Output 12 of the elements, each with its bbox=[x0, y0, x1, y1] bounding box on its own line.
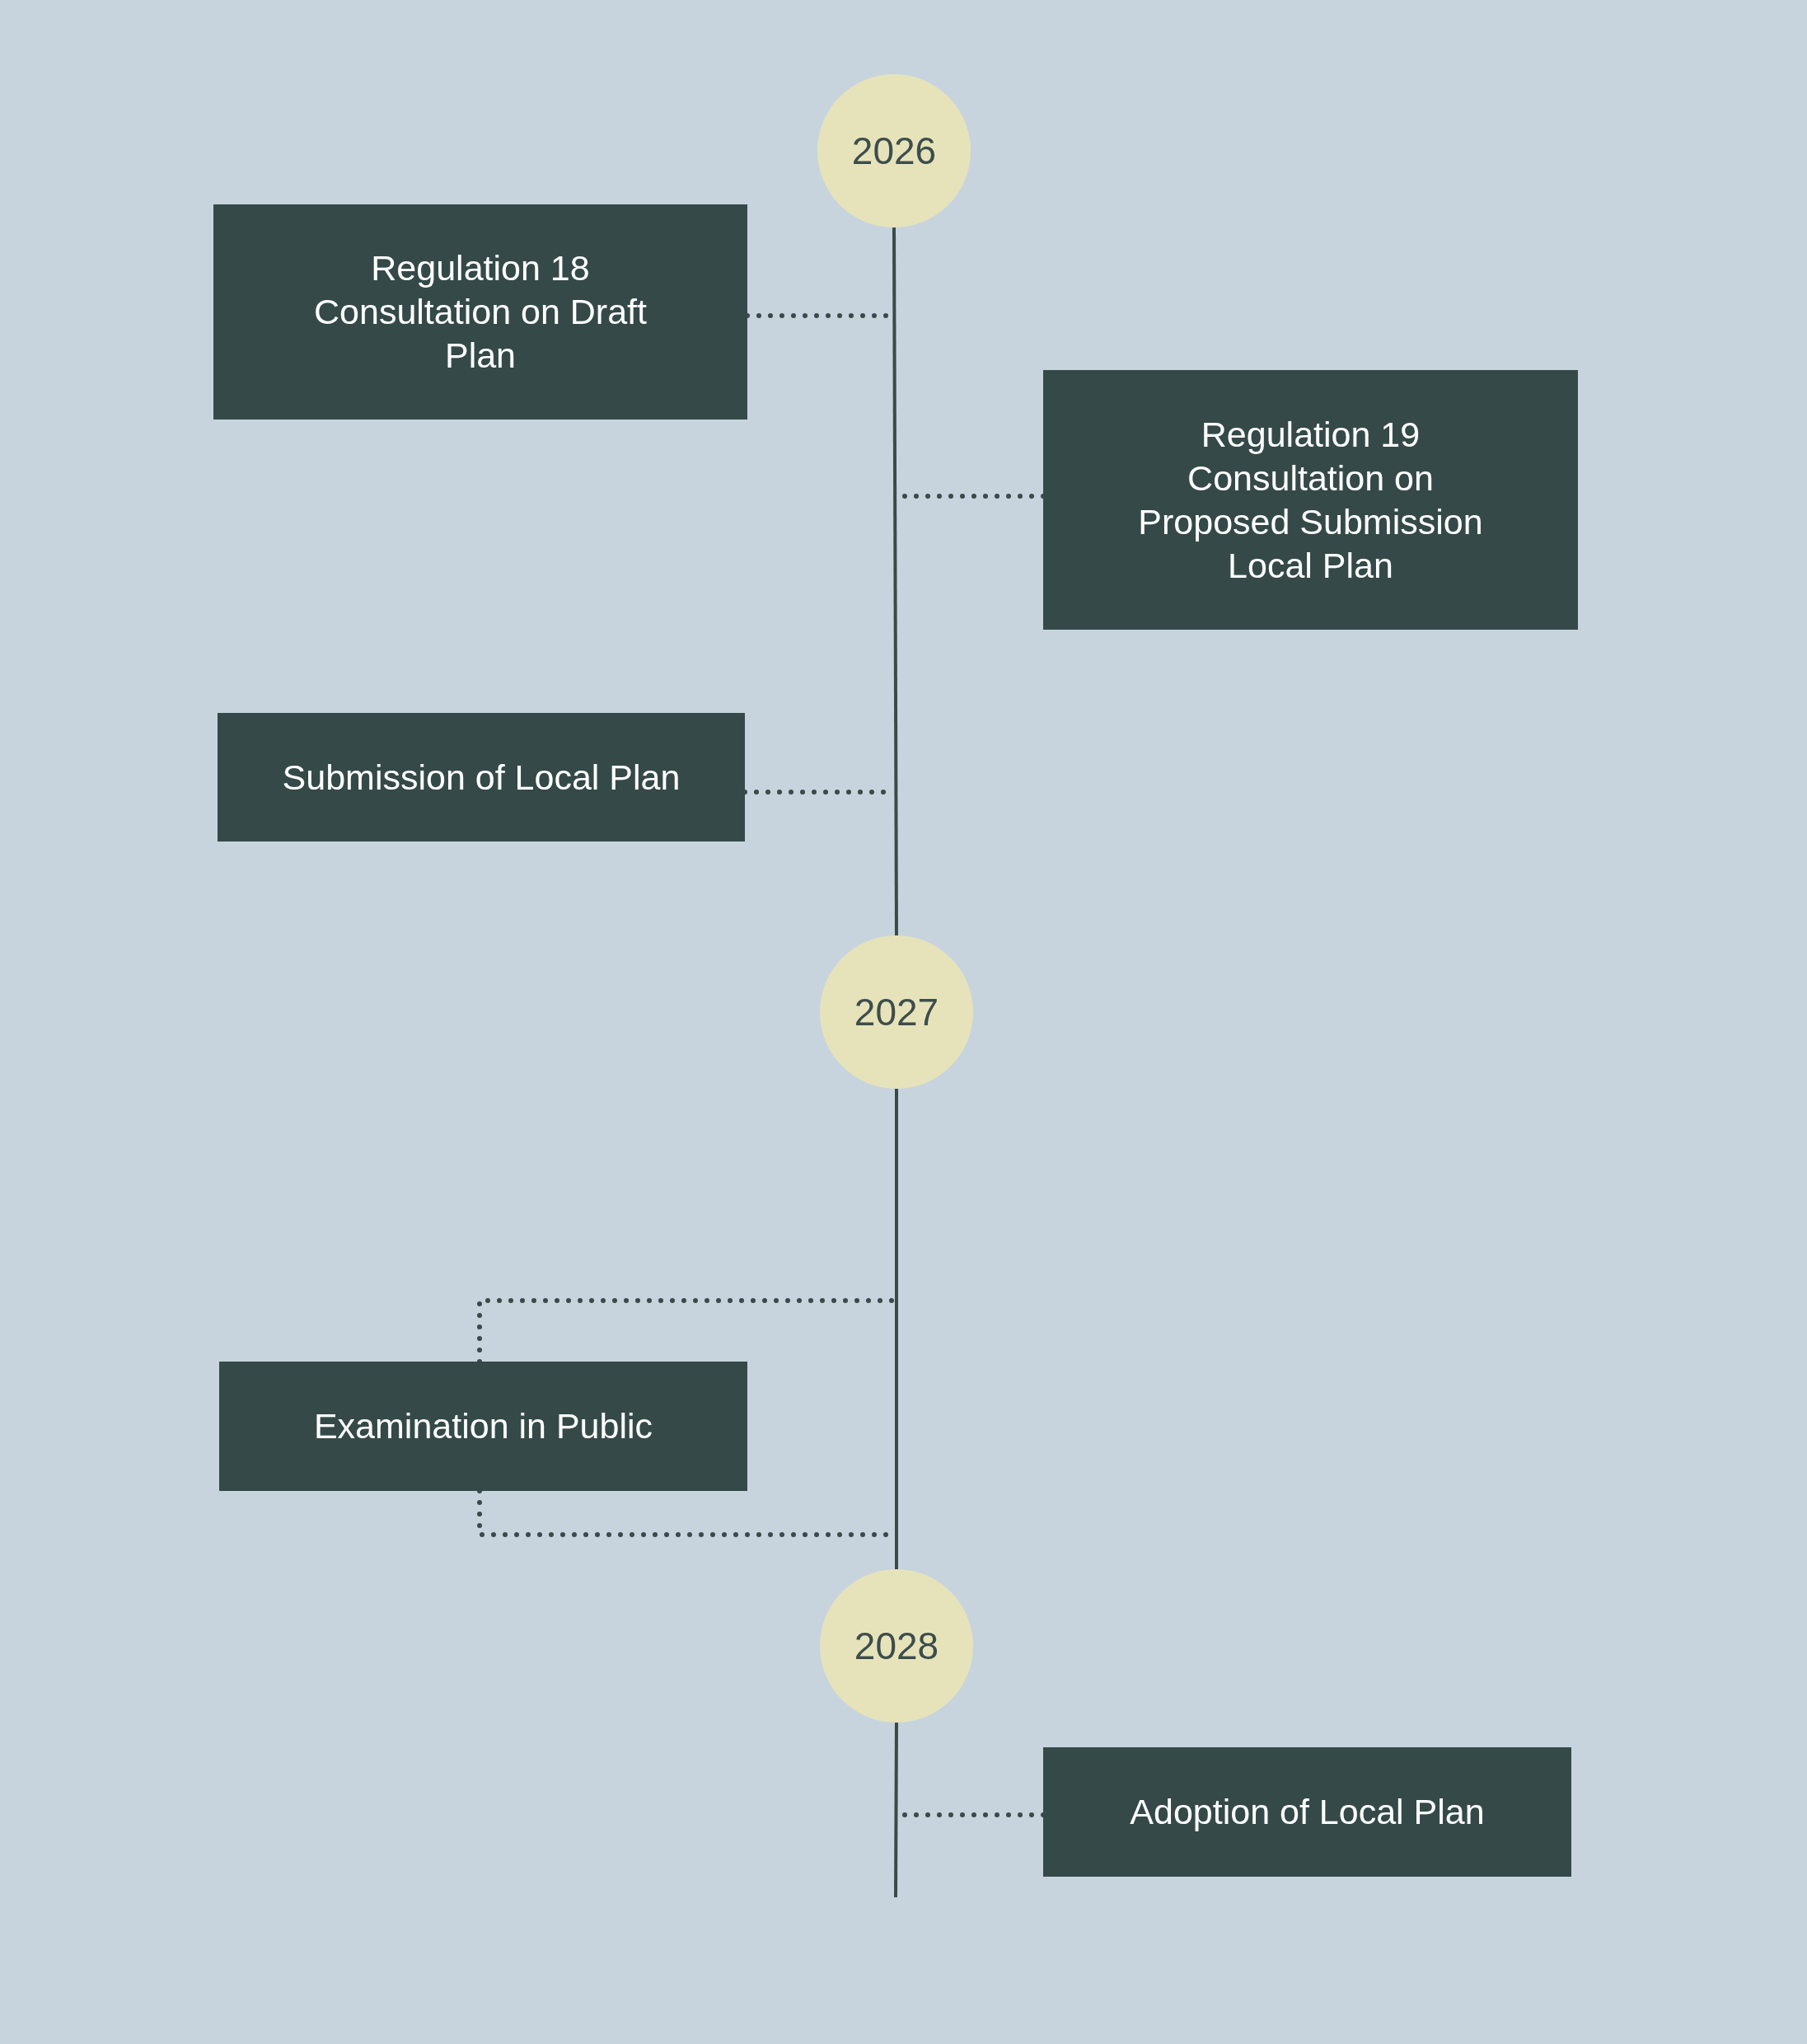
year-circle: 2028 bbox=[820, 1569, 973, 1723]
milestone-box: Submission of Local Plan bbox=[218, 713, 745, 842]
milestone-box: Regulation 18 Consultation on Draft Plan bbox=[213, 204, 747, 420]
year-circle: 2026 bbox=[817, 74, 971, 227]
milestone-box: Adoption of Local Plan bbox=[1043, 1747, 1571, 1877]
timeline-line bbox=[894, 1723, 898, 1897]
dotted-connector bbox=[477, 1298, 896, 1364]
timeline-line bbox=[895, 1089, 898, 1569]
milestone-box: Regulation 19 Consultation on Proposed Submission Local Plan bbox=[1043, 370, 1578, 630]
timeline-line bbox=[892, 227, 898, 935]
year-circle: 2027 bbox=[820, 935, 973, 1089]
milestone-box: Examination in Public bbox=[219, 1362, 747, 1491]
